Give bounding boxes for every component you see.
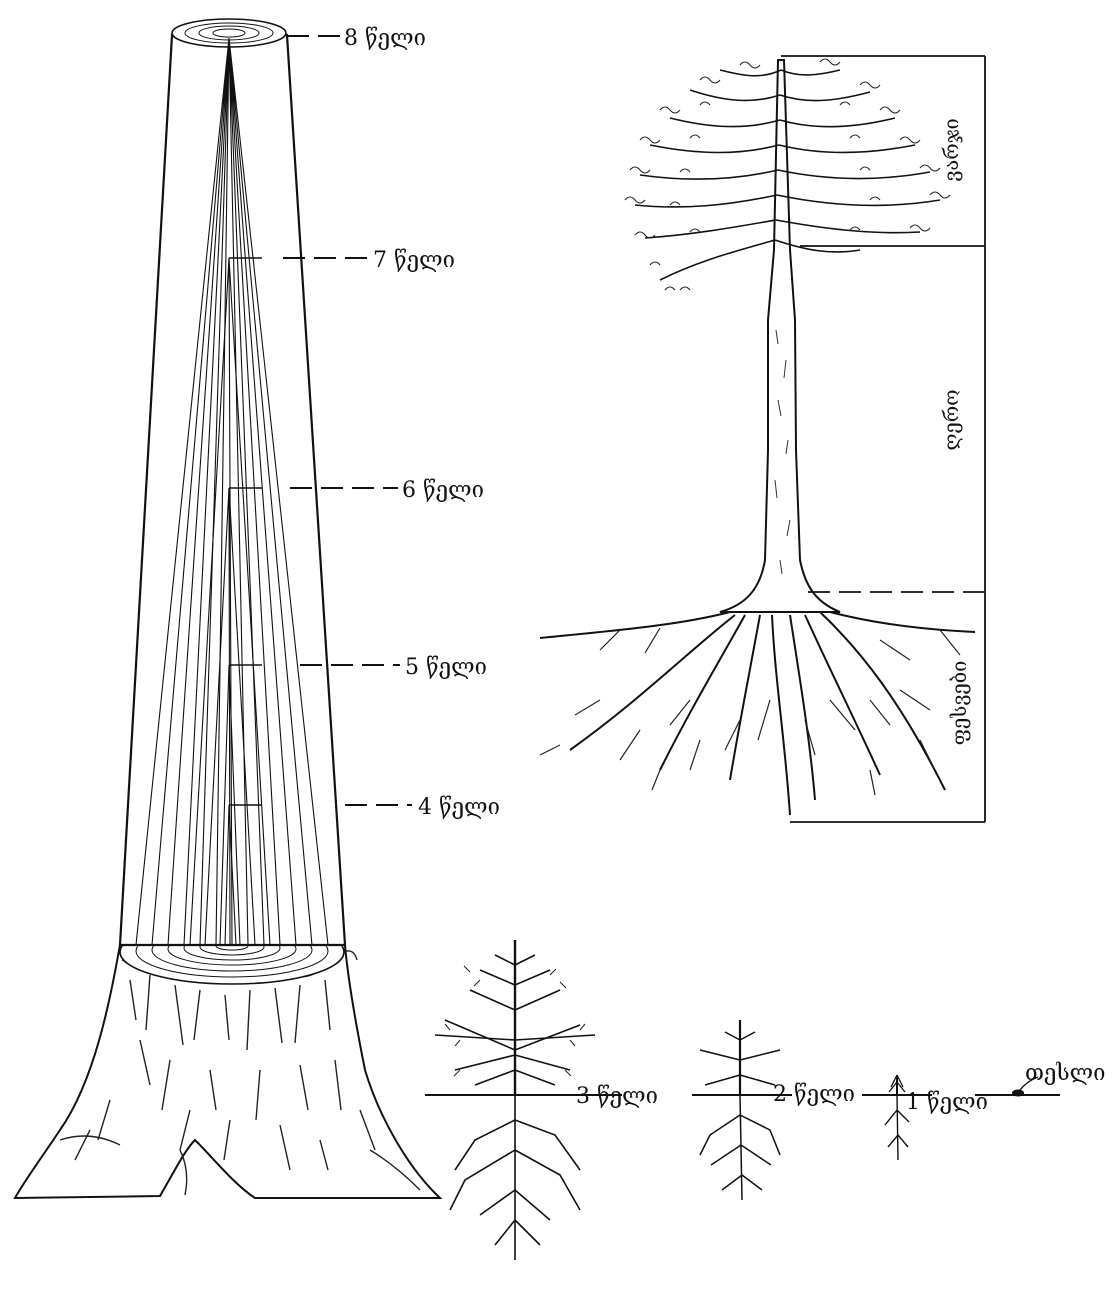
label-year-8: 8 წელი bbox=[344, 26, 426, 51]
label-year-7: 7 წელი bbox=[373, 248, 455, 273]
mature-tree-trunk bbox=[720, 60, 840, 612]
seedling-year-1 bbox=[862, 1075, 932, 1160]
mature-tree-illustration bbox=[540, 56, 985, 822]
label-year-5: 5 წელი bbox=[405, 655, 487, 680]
label-roots: ფესვები bbox=[947, 661, 971, 746]
label-year-2: 2 წელი bbox=[773, 1082, 855, 1107]
trunk-outline bbox=[120, 35, 345, 945]
label-crown: ვარჯი bbox=[939, 118, 963, 181]
seedling-year-2 bbox=[692, 1020, 792, 1200]
trunk-section-illustration bbox=[15, 19, 440, 1198]
label-year-1: 1 წელი bbox=[906, 1090, 988, 1115]
seedling-year-2-roots bbox=[700, 1095, 780, 1200]
label-year-4: 4 წელი bbox=[418, 795, 500, 820]
label-seed: თესლი bbox=[1025, 1061, 1105, 1086]
seedling-year-3-roots bbox=[450, 1095, 580, 1260]
label-year-3: 3 წელი bbox=[576, 1084, 658, 1109]
label-trunk: ღერო bbox=[939, 389, 963, 450]
label-year-6: 6 წელი bbox=[402, 478, 484, 503]
mature-tree-roots bbox=[540, 612, 975, 815]
seed-icon bbox=[1012, 1090, 1024, 1097]
